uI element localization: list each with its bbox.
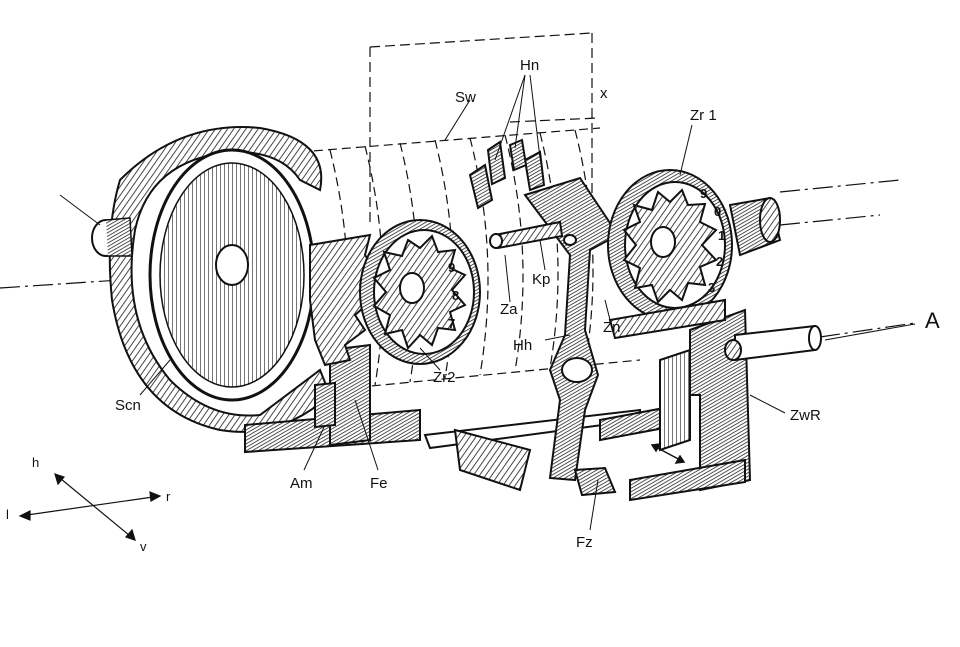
zr1-digit: 2 <box>716 254 723 269</box>
axis-label-v: v <box>140 539 147 554</box>
label-zr2: Zr2 <box>433 369 456 386</box>
main-shaft <box>724 324 822 362</box>
motion-arrow <box>650 443 686 464</box>
zr1-digit: 0 <box>714 204 721 219</box>
leader-lines <box>59 74 916 531</box>
base-rail <box>244 343 641 492</box>
label-x: x <box>600 85 608 102</box>
label-zn: Zn <box>603 319 621 336</box>
zr1-digit: 3 <box>708 280 715 295</box>
zr2-digit: 8 <box>452 288 459 303</box>
label-fz: Fz <box>576 534 593 551</box>
zr2-gear-wheel <box>359 219 481 365</box>
label-scn: Scn <box>115 397 141 414</box>
zwr-bracket <box>599 298 752 502</box>
zr2-digit: 9 <box>448 260 455 275</box>
label-zwr: ZwR <box>790 407 821 424</box>
hn-pawls <box>468 138 546 210</box>
label-am: Am <box>290 475 313 492</box>
axis-label-h: h <box>32 455 40 470</box>
fz-pawl <box>573 466 617 497</box>
label-fe: Fe <box>370 475 388 492</box>
coordinate-axes <box>18 473 162 541</box>
right-shaft-bearing <box>728 196 782 257</box>
label-zr1: Zr 1 <box>690 107 717 124</box>
zr2-digit: 7 <box>448 316 455 331</box>
kp-pin <box>489 220 564 250</box>
scn-cam-disc <box>91 126 332 433</box>
label-za: Za <box>500 301 518 318</box>
zr1-digit: 9 <box>700 186 707 201</box>
label-kp: Kp <box>532 271 551 288</box>
label-a: A <box>925 308 940 333</box>
label-hn: Hn <box>520 57 540 74</box>
zr2-rim-digits: 9 8 7 <box>448 260 459 331</box>
zr1-gear-wheel <box>607 169 733 321</box>
main-axis-line <box>0 179 916 338</box>
axis-label-r: r <box>166 489 171 504</box>
dashed-frame <box>369 32 599 222</box>
axis-label-l: l <box>6 507 9 522</box>
label-hh: Hh <box>513 337 533 354</box>
zr1-digit: 1 <box>718 228 725 243</box>
zr1-rim-digits: 9 0 1 2 3 <box>700 186 725 295</box>
label-sw: Sw <box>455 89 476 106</box>
